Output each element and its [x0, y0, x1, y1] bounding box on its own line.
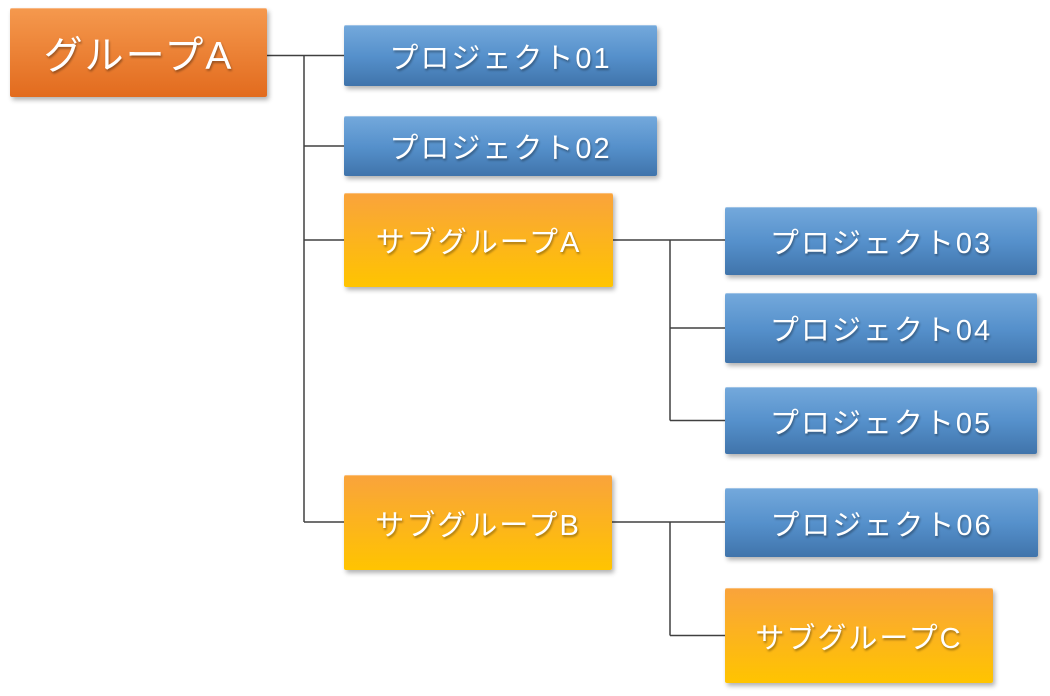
- node-project-03: プロジェクト03: [725, 207, 1037, 275]
- node-subgroup-a: サブグループA: [344, 193, 613, 287]
- node-label: グループA: [43, 34, 234, 78]
- node-label: サブグループA: [375, 227, 582, 259]
- node-label: サブグループB: [375, 509, 581, 542]
- node-label: プロジェクト01: [389, 42, 612, 75]
- node-subgroup-b: サブグループB: [344, 475, 612, 570]
- node-label: プロジェクト04: [769, 315, 993, 347]
- node-project-02: プロジェクト02: [344, 116, 657, 176]
- connector-subgroup-a-children: [613, 239, 725, 422]
- connector-subgroup-b-children: [612, 521, 725, 637]
- node-label: サブグループC: [755, 622, 963, 655]
- node-label: プロジェクト03: [769, 228, 993, 260]
- node-label: プロジェクト06: [770, 509, 993, 542]
- node-group-a: グループA: [10, 8, 267, 97]
- node-project-06: プロジェクト06: [725, 488, 1038, 557]
- connector-group-a-children: [267, 54, 344, 523]
- node-project-01: プロジェクト01: [344, 25, 657, 86]
- node-project-04: プロジェクト04: [725, 293, 1037, 363]
- node-project-05: プロジェクト05: [725, 387, 1037, 454]
- node-label: プロジェクト05: [769, 407, 993, 440]
- node-subgroup-c: サブグループC: [725, 588, 993, 683]
- node-label: プロジェクト02: [389, 133, 612, 165]
